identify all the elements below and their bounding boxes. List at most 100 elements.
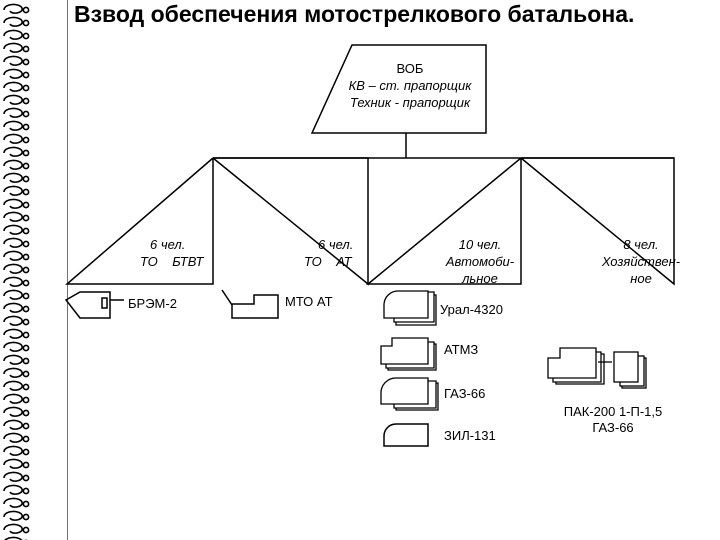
spiral-ring [3,172,23,183]
spiral-hole [22,201,30,209]
spiral-hole [22,71,30,79]
spiral-ring [3,497,23,508]
unit-2-shape [212,157,369,286]
top-node-line1: ВОБ [396,61,424,76]
unit-2-name: ТО АТ [304,254,352,269]
brem-label: БРЭМ-2 [128,296,177,311]
pak-label-line2: ГАЗ-66 [592,420,634,435]
spiral-hole [22,487,30,495]
spiral-ring [3,146,23,157]
unit-1-name: ТО БТВТ [140,254,204,269]
atmz-icon [380,337,437,371]
unit-4-count: 8 чел. [623,237,659,252]
spiral-ring [3,276,23,287]
spiral-ring [3,484,23,495]
unit-4-name-line1: Хозяйствен- [601,254,681,269]
spiral-ring [3,432,23,443]
spiral-ring [3,3,23,14]
spiral-hole [22,19,30,27]
atmz-label: АТМЗ [444,342,479,357]
spiral-hole [22,253,30,261]
spiral-ring [3,419,23,430]
spiral-hole [22,279,30,287]
spiral-ring [3,237,23,248]
spiral-hole [22,461,30,469]
unit-4-name-line2: ное [630,271,652,286]
spiral-hole [22,305,30,313]
spiral-ring [3,133,23,144]
spiral-hole [22,331,30,339]
spiral-ring [3,224,23,235]
spiral-ring [3,16,23,27]
spiral-hole [22,526,30,534]
spiral-hole [22,136,30,144]
ural-icon [383,290,437,326]
unit-3-count: 10 чел. [458,237,502,252]
spiral-ring [3,393,23,404]
zil131-label: ЗИЛ-131 [444,428,496,443]
ural-label: Урал-4320 [440,302,503,317]
spiral-ring [3,107,23,118]
unit-1-shape [64,157,214,285]
spiral-hole [22,6,30,14]
spiral-hole [22,162,30,170]
spiral-hole [22,344,30,352]
spiral-hole [22,474,30,482]
spiral-ring [3,341,23,352]
spiral-ring [3,29,23,40]
spiral-ring [3,406,23,417]
spiral-hole [22,240,30,248]
brem-icon [64,291,124,319]
spiral-ring [3,471,23,482]
spiral-hole [22,448,30,456]
spiral-hole [22,422,30,430]
spiral-ring [3,68,23,79]
spiral-hole [22,357,30,365]
spiral-ring [3,263,23,274]
spiral-hole [22,227,30,235]
spiral-hole [22,32,30,40]
page-title: Взвод обеспечения мотострелкового баталь… [74,1,635,27]
gaz66-label: ГАЗ-66 [444,386,486,401]
spiral-ring [3,42,23,53]
unit-3-shape [365,157,522,285]
spiral-hole [22,383,30,391]
spiral-hole [22,409,30,417]
spiral-ring [3,510,23,521]
spiral-ring [3,120,23,131]
unit-3-name-line2: льное [462,271,498,286]
unit-4-shape [520,157,675,286]
spiral-hole [22,513,30,521]
spiral-hole [22,266,30,274]
spiral-hole [22,500,30,508]
spiral-hole [22,45,30,53]
spiral-ring [3,198,23,209]
spiral-hole [22,292,30,300]
unit-3-name-line1: Автомоби- [445,254,515,269]
mto-label: МТО АТ [285,294,333,309]
spiral-hole [22,175,30,183]
spiral-ring [3,81,23,92]
spiral-hole [22,188,30,196]
top-node-line3: Техник - прапорщик [349,95,471,110]
margin-line [67,0,68,540]
pak200-icon [547,347,647,389]
spiral-ring [3,211,23,222]
spiral-ring [3,380,23,391]
spiral-hole [22,149,30,157]
spiral-ring [3,159,23,170]
spiral-hole [22,370,30,378]
spiral-ring [3,445,23,456]
gaz66-icon [380,377,439,411]
spiral-hole [22,97,30,105]
spiral-binding [3,3,30,540]
spiral-ring [3,289,23,300]
spiral-ring [3,55,23,66]
spiral-ring [4,536,23,540]
spiral-ring [3,328,23,339]
mto-icon [221,289,279,319]
spiral-hole [22,123,30,131]
spiral-hole [22,84,30,92]
spiral-ring [3,458,23,469]
